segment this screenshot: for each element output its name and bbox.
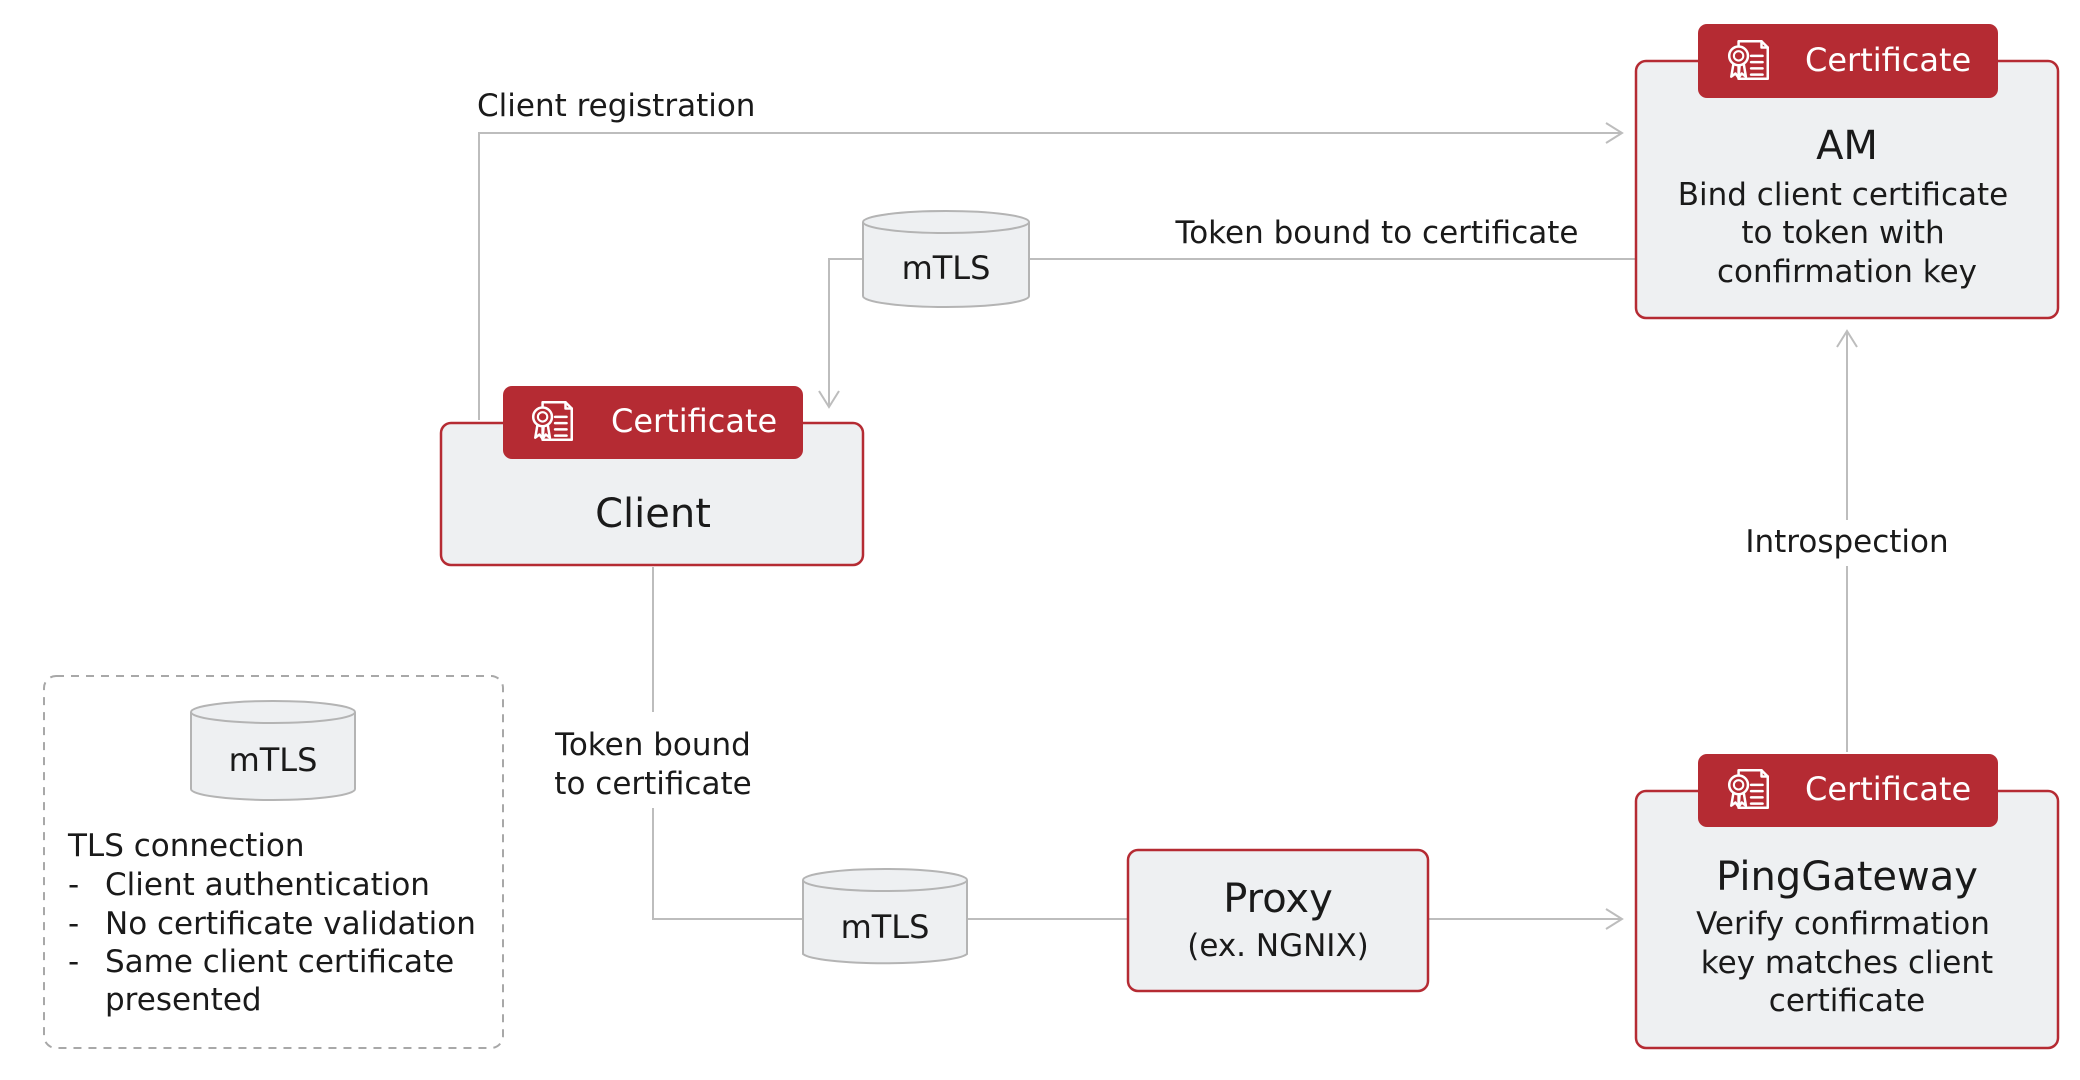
node-title: AM xyxy=(1816,123,1878,169)
node-desc-line: certificate xyxy=(1769,983,1925,1019)
node-pinggateway: Certificate PingGateway Verify confirmat… xyxy=(1634,754,2060,1050)
arrowhead-icon xyxy=(818,390,840,409)
legend-item: Client authentication xyxy=(105,867,430,903)
cylinder-label: mTLS xyxy=(229,741,318,779)
node-client: Certificate Client xyxy=(439,386,865,567)
legend-item: presented xyxy=(105,982,262,1018)
legend-bullet: - xyxy=(68,867,79,903)
cylinder-label: mTLS xyxy=(841,908,930,946)
badge-label: Certificate xyxy=(1805,770,1971,808)
node-proxy: Proxy (ex. NGNIX) xyxy=(1126,848,1430,993)
legend: mTLS TLS connection - Client authenticat… xyxy=(43,675,504,1049)
node-desc-line: to token with xyxy=(1741,215,1944,251)
edge-proxy-gateway xyxy=(1428,908,1624,930)
node-title: Proxy xyxy=(1223,876,1333,922)
cylinder-mtls-bottom: mTLS xyxy=(802,868,968,965)
node-title: Client xyxy=(595,491,711,537)
edge-token-top: Token bound to certificate xyxy=(818,215,1636,409)
legend-item: Same client certificate xyxy=(105,944,454,980)
cylinder-mtls-top: mTLS xyxy=(862,210,1030,308)
legend-bullet: - xyxy=(68,906,79,942)
legend-item: No certificate validation xyxy=(105,906,476,942)
legend-bullet: - xyxy=(68,944,79,980)
legend-heading: TLS connection xyxy=(67,828,305,864)
edge-label-token-down-1: Token bound xyxy=(554,727,751,763)
edge-token-down: Token bound to certificate xyxy=(554,567,1128,920)
node-desc-line: key matches client xyxy=(1701,945,1993,981)
node-desc-line: Verify confirmation xyxy=(1696,906,1990,942)
edge-client-registration: Client registration xyxy=(477,88,1624,420)
arrowhead-icon xyxy=(1605,908,1624,930)
edge-introspection: Introspection xyxy=(1745,329,1949,752)
arrowhead-icon xyxy=(1836,329,1858,348)
node-desc-line: confirmation key xyxy=(1717,254,1977,290)
edge-label-registration: Client registration xyxy=(477,88,755,124)
edge-label-token-top: Token bound to certificate xyxy=(1175,215,1579,251)
cylinder-mtls-legend: mTLS xyxy=(190,700,356,801)
certificate-badge: Certificate xyxy=(503,386,803,459)
arrowhead-icon xyxy=(1605,122,1624,144)
node-am: Certificate AM Bind client certificate t… xyxy=(1634,24,2060,320)
edge-label-token-down-2: to certificate xyxy=(554,766,751,802)
badge-label: Certificate xyxy=(1805,41,1971,79)
edge-label-introspection: Introspection xyxy=(1745,524,1948,560)
certificate-badge: Certificate xyxy=(1698,754,1998,827)
badge-label: Certificate xyxy=(611,402,777,440)
cylinder-label: mTLS xyxy=(902,249,991,287)
node-title: PingGateway xyxy=(1716,854,1978,900)
node-desc-line: Bind client certificate xyxy=(1678,177,2008,213)
certificate-badge: Certificate xyxy=(1698,24,1998,98)
node-subtitle: (ex. NGNIX) xyxy=(1187,928,1369,964)
